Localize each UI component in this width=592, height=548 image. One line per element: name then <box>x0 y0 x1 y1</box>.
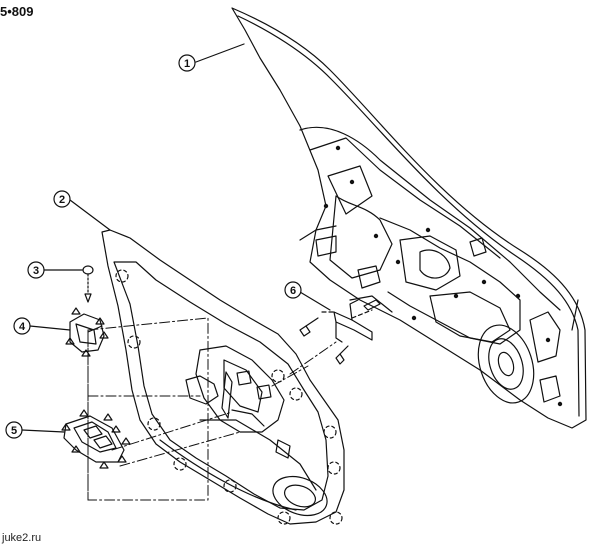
svg-text:3: 3 <box>33 265 39 277</box>
guide-lines <box>87 317 337 501</box>
door-finisher-drawing <box>101 229 345 525</box>
svg-text:5: 5 <box>11 425 17 437</box>
callout-5: 5 <box>5 421 23 439</box>
clip-cap-drawing <box>82 265 94 303</box>
svg-text:6: 6 <box>290 285 296 297</box>
door-panel-drawing <box>231 7 587 429</box>
callout-3: 3 <box>27 261 45 279</box>
callout-6: 6 <box>284 281 302 299</box>
callout-1: 1 <box>178 54 196 72</box>
svg-text:2: 2 <box>59 194 65 206</box>
svg-text:4: 4 <box>19 321 26 333</box>
site-watermark: juke2.ru <box>2 532 42 544</box>
escutcheon-drawing <box>65 307 109 357</box>
figure-code: 5•809 <box>0 4 34 19</box>
svg-text:1: 1 <box>184 58 190 70</box>
switch-drawing <box>61 409 131 469</box>
bracket-drawing <box>299 299 381 365</box>
callout-2: 2 <box>53 190 71 208</box>
callout-4: 4 <box>13 317 31 335</box>
